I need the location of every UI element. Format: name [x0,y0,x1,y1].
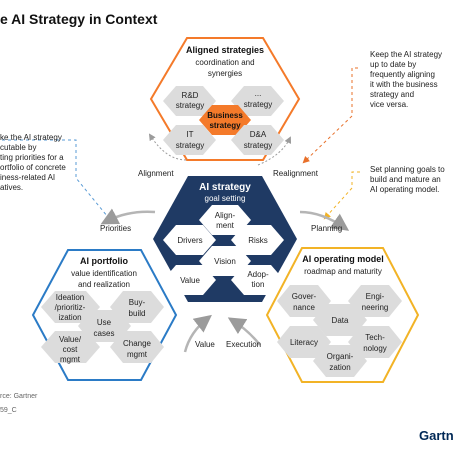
execution-arrow-label: Execution [226,340,261,349]
alignment-arrow [148,133,187,161]
ai-strategy-title: AI strategy [199,182,251,193]
ai-strategy-subtitle: goal setting [205,194,246,203]
adoption-label-1: Adop- [247,270,269,279]
governance-label-2: nance [293,303,315,312]
it-strategy-hexagon [163,125,216,155]
other-strategy-label-1: ... [255,89,262,98]
change-mgmt-hexagon [110,331,164,363]
use-cases-hexagon [78,310,131,342]
risks-label: Risks [248,236,268,245]
alignment-label-2: ment [216,221,235,230]
ai-operating-model-title: AI operating model [302,254,384,264]
note-connector-left [2,139,114,224]
risks-hexagon [231,225,284,255]
ideation-label-2: /prioritiz- [55,303,86,312]
data-hexagon [313,304,367,336]
value-hexagon [163,265,216,295]
ideation-hexagon [41,291,100,323]
governance-label-1: Gover- [292,292,317,301]
ai-portfolio-subtitle-1: value identification [71,269,137,278]
page-title: e AI Strategy in Context [0,11,158,27]
buy-build-label-1: Buy- [129,298,146,307]
execution-arrow [227,317,261,346]
technology-label-2: nology [363,344,387,353]
organization-hexagon [313,345,367,377]
other-strategy-hexagon [231,86,284,116]
alignment-label-1: Align- [215,211,236,220]
technology-hexagon [348,326,402,358]
literacy-label: Literacy [290,338,318,347]
buy-build-label-2: build [129,309,146,318]
organization-label-1: Organi- [327,352,354,361]
ai-portfolio-subtitle-2: and realization [78,280,130,289]
business-strategy-label-2: strategy [209,121,241,130]
realignment-arrow [257,136,292,166]
buy-build-hexagon [110,291,164,323]
note-connector-mid-right [323,171,360,220]
planning-arrow [299,210,350,231]
value-cost-label-3: mgmt [60,355,81,364]
document-id: 59_C [0,407,17,414]
other-strategy-label-2: strategy [244,100,272,109]
dna-strategy-label-1: D&A [250,130,267,139]
business-strategy-label-1: Business [207,111,243,120]
adoption-label-2: tion [252,280,265,289]
drivers-hexagon [163,225,216,255]
priorities-arrow-label: Priorities [100,224,131,233]
aligned-strategies-subtitle-line-1: coordination and [195,58,254,67]
drivers-label: Drivers [177,236,202,245]
adoption-hexagon [231,265,284,295]
aligned-strategies-title: Aligned strategies [186,45,264,55]
alignment-hexagon [199,205,251,235]
use-cases-label-2: cases [94,329,115,338]
priorities-arrow [100,208,156,225]
source-note: rce: Gartner [0,393,38,400]
value-arrow-label: Value [195,340,215,349]
business-strategy-hexagon [199,105,251,135]
rnd-strategy-hexagon [163,86,216,116]
it-strategy-label-1: IT [186,130,193,139]
engineering-hexagon [348,285,402,317]
value-cost-hexagon [41,331,100,363]
aligned-strategies-subtitle-line-2: synergies [208,69,242,78]
vision-hexagon [199,246,251,276]
literacy-hexagon [277,326,331,358]
technology-label-1: Tech- [365,333,385,342]
ideation-label-3: ization [58,313,81,322]
alignment-arrow-label: Alignment [138,169,174,178]
data-label: Data [332,316,349,325]
use-cases-label-1: Use [97,318,112,327]
planning-arrow-label: Planning [311,224,342,233]
change-mgmt-label-1: Change [123,339,152,348]
engineering-label-1: Engi- [366,292,385,301]
organization-label-2: zation [329,363,350,372]
note-connector-top-right [302,67,358,164]
ideation-label-1: Ideation [56,293,84,302]
dna-strategy-hexagon [231,125,284,155]
value-arrow [183,314,212,353]
ai-operating-model-subtitle: roadmap and maturity [304,267,382,276]
change-mgmt-label-2: mgmt [127,350,148,359]
value-label: Value [180,276,200,285]
dna-strategy-label-2: strategy [244,141,272,150]
rnd-strategy-label-1: R&D [182,91,199,100]
vision-label: Vision [214,257,236,266]
value-cost-label-1: Value/ [59,335,82,344]
ai-portfolio-title: AI portfolio [80,256,128,266]
rnd-strategy-label-2: strategy [176,101,204,110]
gartner-logo: Gartn [419,428,454,443]
realignment-arrow-label: Realignment [273,169,319,178]
governance-hexagon [277,285,331,317]
engineering-label-2: neering [362,303,389,312]
value-cost-label-2: cost [63,345,78,354]
it-strategy-label-2: strategy [176,141,204,150]
